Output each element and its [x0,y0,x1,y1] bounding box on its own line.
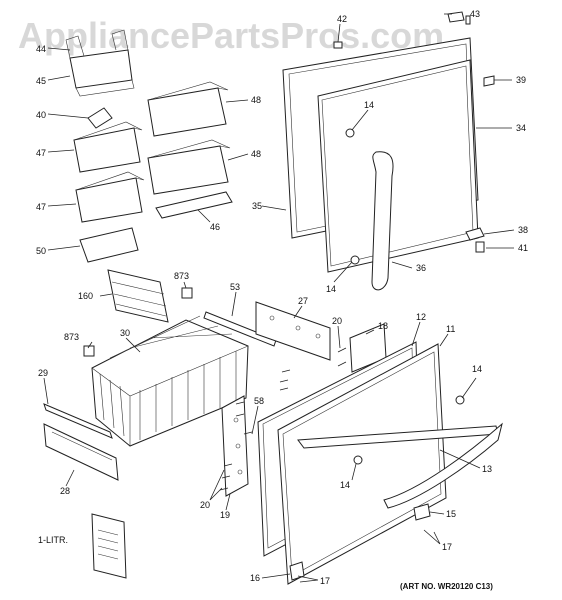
label-873a: 873 [174,271,189,281]
label-30: 30 [120,328,130,338]
label-47a: 47 [36,148,46,158]
hinge-part-43 [447,11,465,23]
art-number: (ART NO. WR20120 C13) [400,582,493,591]
label-27: 27 [298,296,308,306]
bin-50 [79,227,139,263]
label-17b: 17 [320,576,330,586]
label-160: 160 [78,291,93,301]
label-14c: 14 [472,364,482,374]
label-873b: 873 [64,332,79,342]
hinge-screw-43 [465,15,471,25]
label-14d: 14 [340,480,350,490]
door-bin-47b [75,171,145,223]
label-47b: 47 [36,202,46,212]
freezer-door-11 [277,343,447,585]
label-45: 45 [36,76,46,86]
handle-cap-14b [350,255,360,265]
basket-divider-160 [107,269,169,323]
label-38: 38 [518,225,528,235]
hinge-pin-41 [475,241,485,253]
part-16 [289,561,305,581]
label-28: 28 [60,486,70,496]
label-14a: 14 [364,100,374,110]
door-handle-36 [371,151,394,291]
label-44: 44 [36,44,46,54]
manual-1-litr [91,513,127,579]
hinge-part-38 [465,227,485,241]
clip-873b [83,345,95,357]
handle-cap-14d [353,455,363,465]
door-bin-48a [147,81,229,137]
door-bin-48b [147,139,231,195]
slide-bracket-19 [221,395,249,497]
label-50: 50 [36,246,46,256]
hinge-part-42 [333,41,343,49]
dairy-bin-45 [65,29,135,97]
handle-cap-14a [345,128,355,138]
label-41: 41 [518,243,528,253]
fresh-food-door-34 [317,59,479,273]
door-bin-47a [73,121,143,173]
label-15: 15 [446,509,456,519]
label-17a: 17 [442,542,452,552]
label-39: 39 [516,75,526,85]
label-18: 18 [378,321,388,331]
part-labels: 42 43 44 45 40 47 47 50 48 48 46 39 34 3… [36,9,528,586]
label-58: 58 [254,396,264,406]
screws-20 [219,347,347,491]
bin-clip-40 [87,107,113,129]
label-14b: 14 [326,284,336,294]
leader-lines [43,13,515,583]
label-20b: 20 [200,500,210,510]
bin-rail-46 [155,191,233,219]
label-43: 43 [470,9,480,19]
bracket-27 [255,301,331,361]
label-19: 19 [220,510,230,520]
label-29: 29 [38,368,48,378]
freezer-basket-30 [91,315,249,447]
rail-53 [203,311,277,347]
label-16: 16 [250,573,260,583]
watermark-text: AppliancePartsPros.com [18,15,444,56]
label-48b: 48 [251,149,261,159]
label-36: 36 [416,263,426,273]
label-40: 40 [36,110,46,120]
label-13: 13 [482,464,492,474]
label-53: 53 [230,282,240,292]
label-35: 35 [252,201,262,211]
label-42: 42 [337,14,347,24]
hinge-part-39 [483,75,495,87]
label-11: 11 [446,324,455,334]
basket-rail-29 [43,403,113,439]
label-20a: 20 [332,316,342,326]
label-34: 34 [516,123,526,133]
part-15 [413,503,431,521]
label-1-litr: 1-LITR. [38,535,68,545]
label-46: 46 [210,222,220,232]
clip-873a [181,287,193,299]
slide-cover-28 [43,423,119,481]
label-12: 12 [416,312,426,322]
freezer-handle-13 [383,422,503,509]
label-48a: 48 [251,95,261,105]
